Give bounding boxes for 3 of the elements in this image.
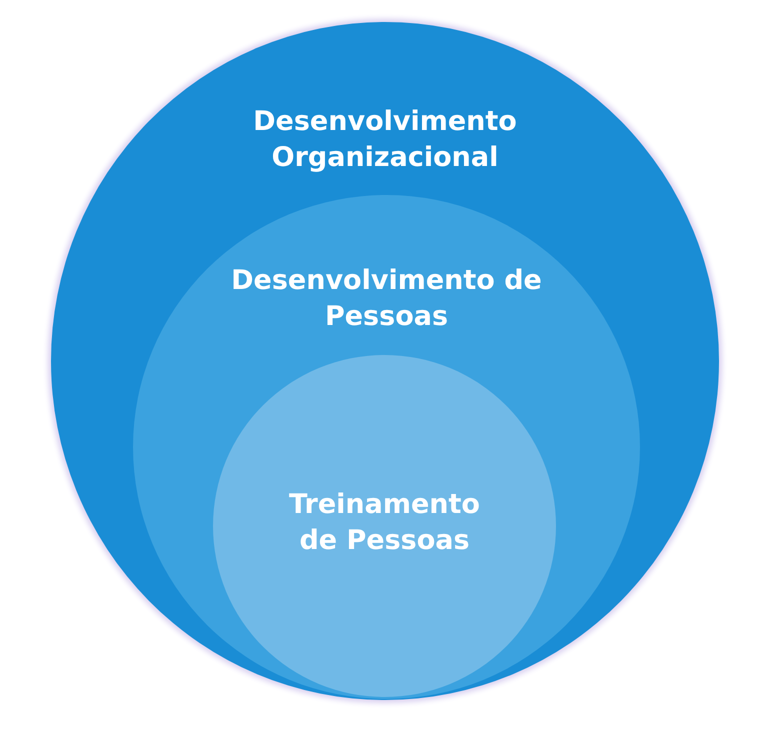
circle-label: Desenvolvimento Organizacional	[252, 105, 518, 175]
circle-label: Desenvolvimento de Pessoas	[230, 264, 543, 334]
circle-label: Treinamento de Pessoas	[288, 488, 481, 558]
